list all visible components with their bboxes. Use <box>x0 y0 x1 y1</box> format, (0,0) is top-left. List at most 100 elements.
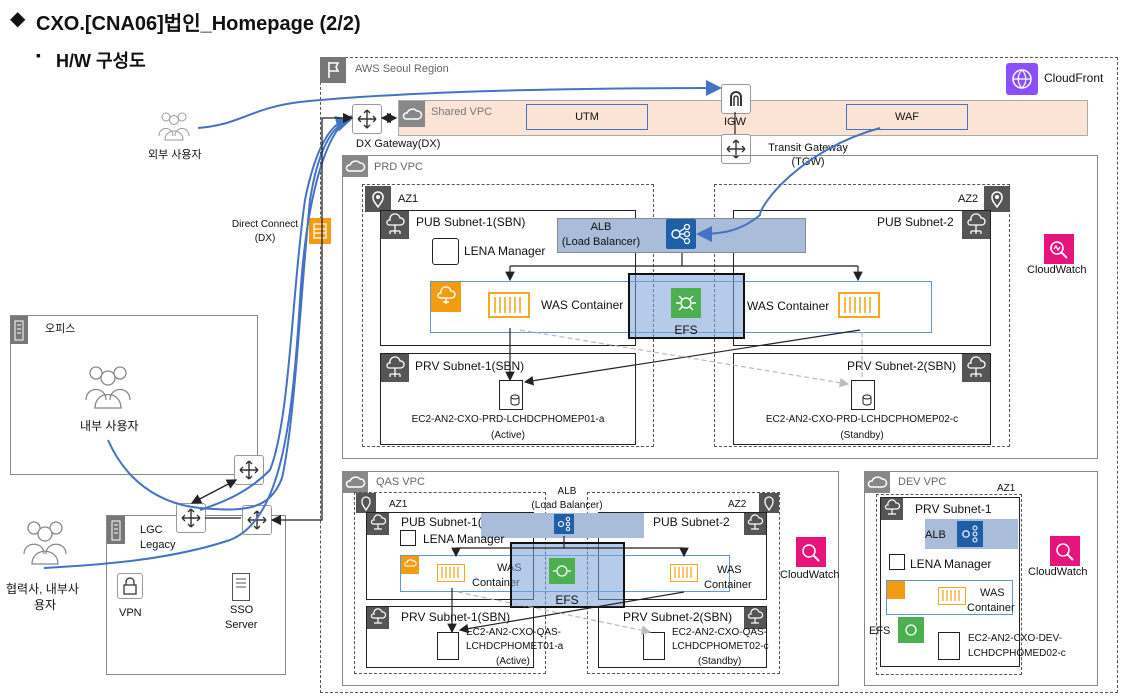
office-building-icon <box>10 316 28 344</box>
prd-pub1-subnet-icon <box>381 211 409 239</box>
qas-az2-label: AZ2 <box>728 499 747 510</box>
qas-vpc-frame <box>342 471 839 686</box>
dev-ecs-icon <box>887 581 905 599</box>
prd-az1-pin-icon <box>365 186 391 212</box>
qas-ec2-2-name-2: LCHDCPHOMET02-c <box>672 641 769 652</box>
region-flag-icon <box>320 57 346 83</box>
qas-ec2-2-state: (Standby) <box>698 656 742 667</box>
qas-alb-icon <box>554 514 574 534</box>
utm-label: UTM <box>575 111 599 123</box>
dev-prv1-subnet-icon <box>881 498 903 520</box>
qas-was2-label: WAS <box>717 564 742 576</box>
qas-prv1-label: PRV Subnet-1(SBN) <box>401 610 511 624</box>
page-title: CXO.[CNA06]법인_Homepage (2/2) <box>36 13 361 35</box>
qas-az1-pin-icon <box>356 493 376 513</box>
dev-prv-subnet-1 <box>880 497 1020 667</box>
dev-vpc-label: DEV VPC <box>898 476 947 488</box>
qas-vpc-label: QAS VPC <box>376 476 425 488</box>
qas-cloudwatch-icon <box>796 537 826 567</box>
tgw-label: Transit Gateway <box>768 142 848 154</box>
direct-connect-label-sub: (DX) <box>254 233 276 244</box>
dev-prv1-label: PRV Subnet-1 <box>915 502 992 516</box>
qas-ec2-1-icon <box>437 632 459 660</box>
qas-ec2-1-name: EC2-AN2-CXO-QAS- <box>466 627 562 638</box>
router-link-line <box>190 479 238 504</box>
prd-ec2-2-name: EC2-AN2-CXO-PRD-LCHDCPHOMEP02-c <box>765 414 959 425</box>
dev-efs-label: EFS <box>869 625 891 637</box>
qas-ec2-1-name-2: LCHDCPHOMET01-a <box>466 641 564 652</box>
qas-ec2-1-state: (Active) <box>496 656 530 667</box>
prd-vpc-label: PRD VPC <box>374 161 423 173</box>
waf-label: WAF <box>894 111 920 123</box>
internal-user-label: 내부 사용자 <box>80 419 139 433</box>
prd-was1-container-icon <box>488 292 530 318</box>
dev-was-container-icon <box>938 587 966 605</box>
qas-was1-label-sub: Container <box>472 577 520 589</box>
partner-user-icon <box>20 516 70 566</box>
shared-vpc-cloud-icon <box>399 101 425 127</box>
office-router-icon <box>234 455 264 485</box>
qas-efs-icon <box>549 558 575 584</box>
qas-pub2-label: PUB Subnet-2 <box>653 515 730 529</box>
qas-prv1-subnet-icon <box>367 607 389 629</box>
igw-label: IGW <box>724 116 746 128</box>
qas-was1-container-icon <box>437 564 465 582</box>
lgc-label-sub: Legacy <box>140 539 176 551</box>
partner-user-label: 협력사, 내부사 <box>6 582 79 596</box>
qas-lena-icon <box>400 530 416 546</box>
prd-vpc-cloud-icon <box>342 155 368 177</box>
prd-cloudwatch-icon <box>1044 234 1074 264</box>
prd-lena-icon <box>432 238 459 265</box>
dev-ec2-name: EC2-AN2-CXO-DEV- <box>968 633 1062 644</box>
qas-az2-pin-icon <box>759 493 779 513</box>
sso-label: SSO <box>230 604 254 616</box>
lgc-building-icon <box>107 516 125 544</box>
dev-alb-label: ALB <box>925 529 946 541</box>
dev-was-label-sub: Container <box>967 602 1015 614</box>
prd-was2-container-icon <box>838 292 880 318</box>
sso-server-icon <box>232 573 250 601</box>
title-diamond: ◆ <box>10 8 26 30</box>
qas-ec2-2-name: EC2-AN2-CXO-QAS- <box>672 627 768 638</box>
vpn-lock-icon <box>117 573 143 599</box>
prd-ec2-1-name: EC2-AN2-CXO-PRD-LCHDCPHOMEP01-a <box>411 414 605 425</box>
lgc-label: LGC <box>140 524 163 536</box>
qas-was2-label-sub: Container <box>704 579 752 591</box>
dev-lena-label: LENA Manager <box>910 557 992 571</box>
qas-alb-label-sub: (Load Balancer) <box>531 500 603 511</box>
dev-was-label: WAS <box>980 587 1005 599</box>
dev-alb-icon <box>957 521 983 547</box>
prd-prv2-label: PRV Subnet-2(SBN) <box>847 359 957 373</box>
qas-ec2-2-icon <box>643 632 665 660</box>
qas-ecs-icon <box>401 556 419 574</box>
qas-prv2-label: PRV Subnet-2(SBN) <box>623 610 733 624</box>
lgc-router-1-icon <box>176 503 206 533</box>
subtitle-bullet: ▪ <box>36 47 41 63</box>
prd-ec2-2-icon <box>851 380 875 410</box>
prd-lena-label: LENA Manager <box>464 244 546 258</box>
dev-az1-label: AZ1 <box>997 483 1016 494</box>
qas-cloudwatch-label: CloudWatch <box>780 569 840 581</box>
prd-alb-icon <box>666 219 696 249</box>
lgc-router-2-icon <box>242 505 272 535</box>
dev-efs-icon <box>898 617 924 643</box>
prd-cloudwatch-label: CloudWatch <box>1027 264 1087 276</box>
prd-pub2-label: PUB Subnet-2 <box>877 215 954 229</box>
dev-was-row <box>886 580 1013 615</box>
qas-vpc-cloud-icon <box>342 471 368 493</box>
qas-prv2-subnet-icon <box>744 607 766 629</box>
dev-vpc-frame <box>864 471 1098 686</box>
qas-pub1-subnet-icon <box>367 513 389 535</box>
prd-prv1-label: PRV Subnet-1(SBN) <box>415 359 525 373</box>
dx-gateway-icon <box>352 104 382 134</box>
qas-alb-label: ALB <box>557 486 577 497</box>
dev-ec2-icon <box>938 632 960 660</box>
prd-was2-label: WAS Container <box>747 299 830 313</box>
office-label: 오피스 <box>45 323 76 335</box>
dx-gateway-label: DX Gateway(DX) <box>356 138 441 150</box>
prd-pub2-subnet-icon <box>962 211 990 239</box>
partner-user-label-2: 용자 <box>34 598 57 612</box>
direct-connect-icon <box>309 218 331 244</box>
dev-cloudwatch-label: CloudWatch <box>1028 566 1088 578</box>
prd-prv2-subnet-icon <box>962 354 990 382</box>
